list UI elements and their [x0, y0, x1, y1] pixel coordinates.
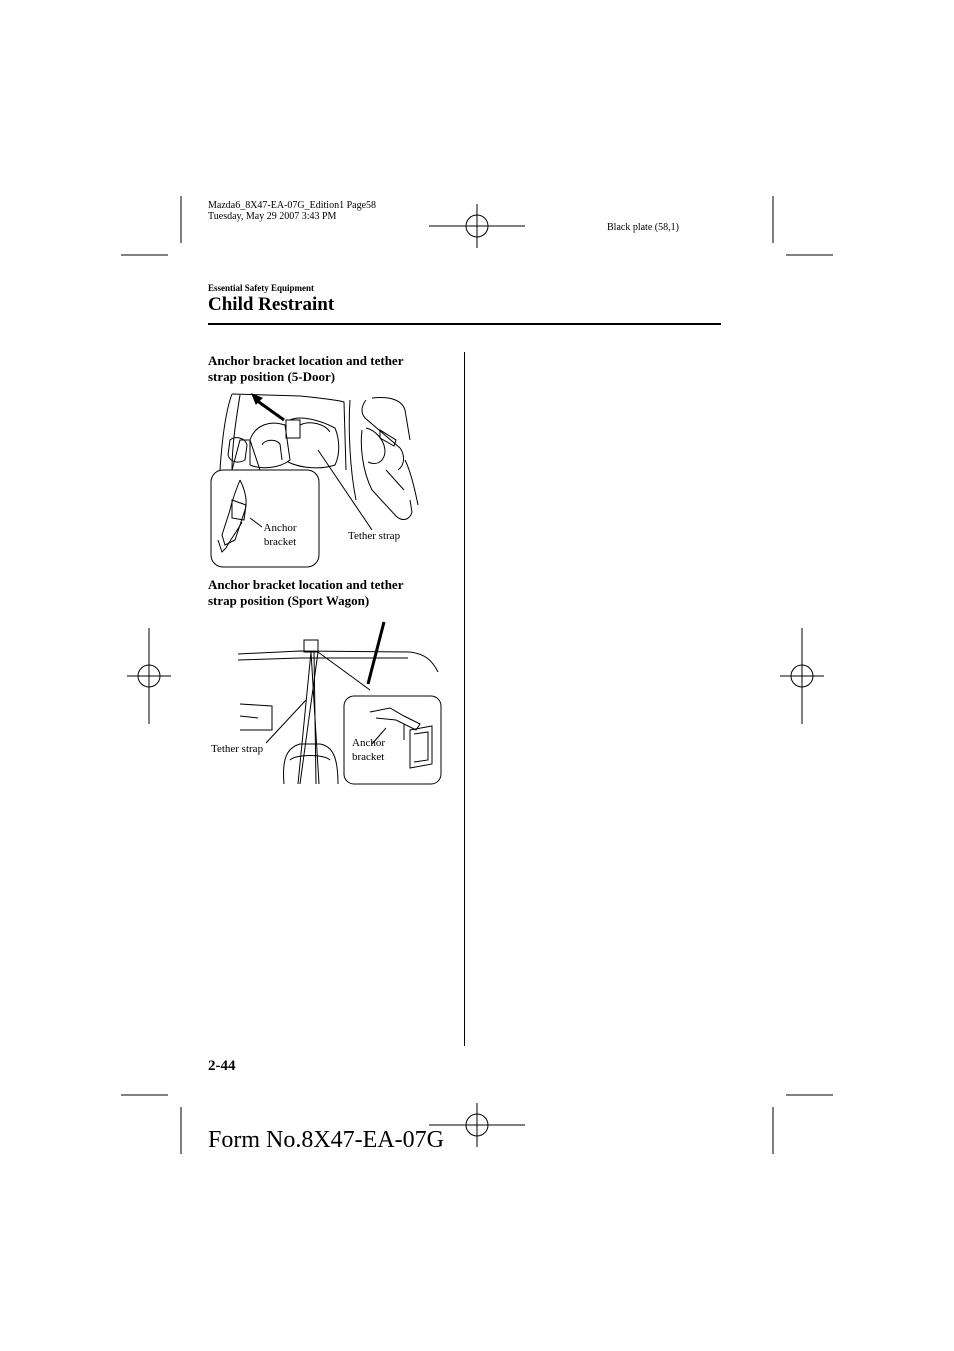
- column-divider: [464, 352, 465, 1046]
- figure2-caption-line1: Anchor bracket location and tether: [208, 577, 404, 592]
- figure2-caption-line2: strap position (Sport Wagon): [208, 593, 370, 608]
- section-label: Essential Safety Equipment: [208, 283, 315, 293]
- figure2-anchor-label-line1: Anchor: [352, 737, 385, 749]
- figure1-caption-line1: Anchor bracket location and tether: [208, 353, 404, 368]
- file-info-line: Mazda6_8X47-EA-07G_Edition1 Page58: [208, 200, 377, 211]
- registration-target-right: [780, 628, 824, 724]
- form-number: Form No.8X47-EA-07G: [208, 1127, 444, 1153]
- figure2-anchor-label: Anchor bracket: [352, 736, 385, 764]
- title-rule: [208, 323, 721, 325]
- figure1-tether-label: Tether strap: [348, 530, 401, 542]
- registration-target-left: [127, 628, 171, 724]
- registration-target-top: [429, 204, 525, 248]
- page-number: 2-44: [208, 1058, 236, 1074]
- registration-target-bottom: [429, 1103, 525, 1147]
- figure1-anchor-label-line2: bracket: [263, 536, 297, 548]
- page-title: Child Restraint: [208, 294, 335, 315]
- figure1-caption-line2: strap position (5-Door): [208, 369, 336, 384]
- figure1-anchor-label-line1: Anchor: [263, 522, 297, 534]
- figure1-anchor-label: Anchor bracket: [262, 521, 298, 549]
- date-info-line: Tuesday, May 29 2007 3:43 PM: [208, 211, 337, 222]
- figure2-tether-label: Tether strap: [211, 743, 264, 755]
- plate-info: Black plate (58,1): [607, 222, 679, 233]
- figure2-anchor-label-line2: bracket: [352, 751, 385, 763]
